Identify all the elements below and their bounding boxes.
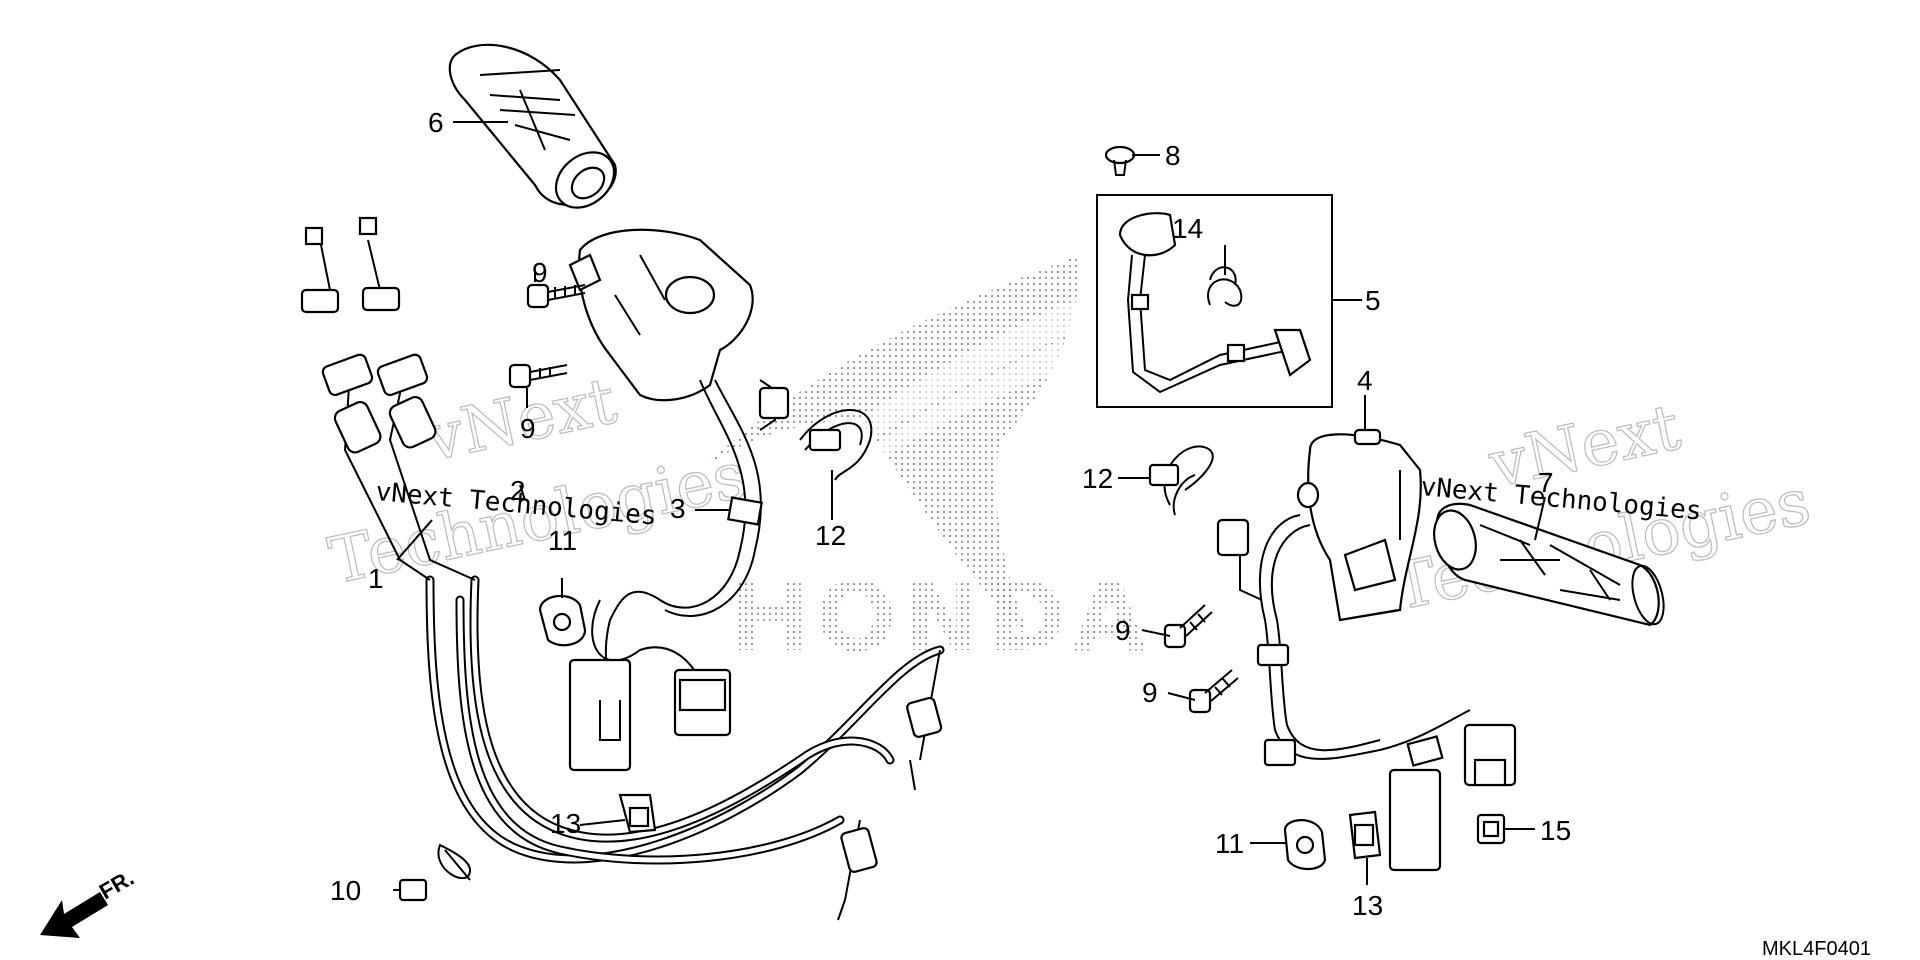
- callout-5[interactable]: 5: [1365, 285, 1381, 316]
- part-15-connector[interactable]: [1476, 813, 1506, 845]
- callout-12-left[interactable]: 12: [815, 520, 846, 551]
- callout-11-right[interactable]: 11: [1215, 828, 1244, 859]
- callout-8[interactable]: 8: [1165, 140, 1181, 171]
- part-11-clamp-right[interactable]: [1283, 819, 1327, 871]
- callout-13-right[interactable]: 13: [1352, 890, 1383, 921]
- callout-4[interactable]: 4: [1357, 365, 1373, 396]
- callout-9-lower-left[interactable]: 9: [520, 413, 536, 444]
- leader-lines: [393, 121, 1546, 891]
- part-12-band-left[interactable]: [799, 409, 873, 481]
- honda-wing-logo: HONDA: [700, 255, 1152, 673]
- part-1-2-throttle-cables[interactable]: [300, 216, 945, 921]
- part-13-clip-left[interactable]: [618, 793, 657, 834]
- part-9-bolt-lower-right[interactable]: [1188, 669, 1239, 714]
- part-12-band-right[interactable]: [1148, 445, 1214, 516]
- part-9-bolt-lower-left[interactable]: [508, 363, 568, 389]
- front-direction-arrow: FR.: [40, 865, 138, 938]
- honda-logo-text: HONDA: [730, 563, 1152, 673]
- right-switch-harness[interactable]: [1216, 514, 1517, 872]
- callout-9-upper-right[interactable]: 9: [1115, 615, 1131, 646]
- part-3-left-switch-assembly[interactable]: [568, 228, 790, 772]
- callout-15[interactable]: 15: [1540, 815, 1571, 846]
- part-5-sensor-assembly-box[interactable]: [1096, 194, 1333, 408]
- callout-9-upper-left[interactable]: 9: [532, 257, 548, 288]
- callout-10[interactable]: 10: [330, 875, 361, 906]
- callout-11-left[interactable]: 11: [548, 525, 577, 556]
- part-8-screw[interactable]: [1104, 145, 1136, 176]
- callout-9-lower-right[interactable]: 9: [1142, 677, 1158, 708]
- callout-14[interactable]: 14: [1172, 213, 1203, 244]
- callout-7[interactable]: 7: [1538, 467, 1554, 498]
- part-11-clamp-left[interactable]: [538, 594, 587, 647]
- part-9-bolt-upper-right[interactable]: [1163, 604, 1213, 649]
- part-13-clip-right[interactable]: [1348, 810, 1382, 860]
- part-6-grip[interactable]: [448, 43, 625, 219]
- callout-numbers: 6 9 9 2 3 11 1 12 13 10 8 14 5 4 12 7 9 …: [330, 107, 1571, 921]
- callout-2[interactable]: 2: [510, 475, 526, 506]
- callout-1[interactable]: 1: [368, 563, 384, 594]
- part-9-bolt-upper-left[interactable]: [526, 283, 586, 309]
- callout-3[interactable]: 3: [670, 493, 686, 524]
- part-10-cable-tie[interactable]: [398, 843, 472, 902]
- callout-12-right[interactable]: 12: [1082, 463, 1113, 494]
- part-4-right-switch-housing[interactable]: [1296, 428, 1422, 622]
- part-14-clip[interactable]: [1209, 266, 1237, 286]
- diagram-code: MKL4F0401: [1762, 938, 1871, 960]
- callout-6[interactable]: 6: [428, 107, 444, 138]
- part-7-grip-right[interactable]: [1428, 502, 1669, 628]
- callout-13-left[interactable]: 13: [550, 808, 581, 839]
